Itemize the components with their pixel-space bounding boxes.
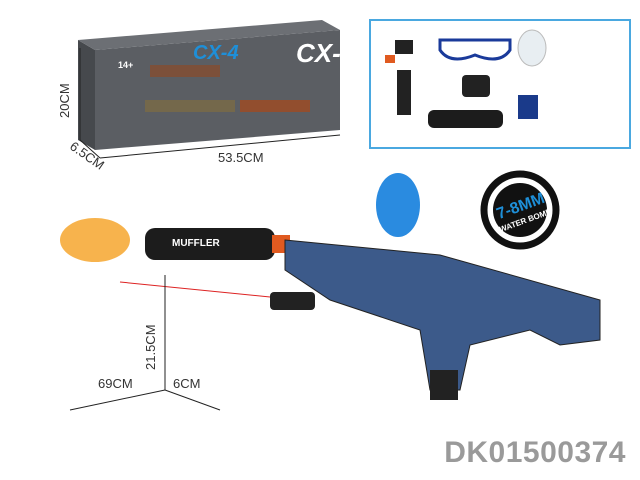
box-title: CX-4 bbox=[193, 42, 239, 64]
box-height-label: 20CM bbox=[57, 83, 72, 118]
accessories bbox=[385, 29, 547, 128]
accessories-frame bbox=[369, 19, 631, 149]
box-title-large: CX-4 bbox=[296, 38, 356, 68]
muffler bbox=[145, 228, 275, 260]
water-bomb-badge bbox=[480, 170, 560, 250]
muzzle-flash bbox=[60, 218, 130, 262]
package-box bbox=[78, 20, 340, 150]
laser-sight bbox=[270, 292, 315, 310]
age-label: 14+ bbox=[118, 60, 134, 70]
gun-height-label: 21.5CM bbox=[143, 324, 158, 370]
gun-length-label: 69CM bbox=[98, 376, 133, 391]
box-width-label: 53.5CM bbox=[218, 150, 264, 165]
sku-code: DK01500374 bbox=[444, 436, 626, 469]
gel-hopper bbox=[376, 173, 420, 237]
gun-depth-label: 6CM bbox=[173, 376, 201, 391]
gel-blaster-gun bbox=[60, 173, 601, 400]
laser-beam bbox=[119, 281, 281, 299]
muffler-label: MUFFLER bbox=[172, 238, 220, 249]
